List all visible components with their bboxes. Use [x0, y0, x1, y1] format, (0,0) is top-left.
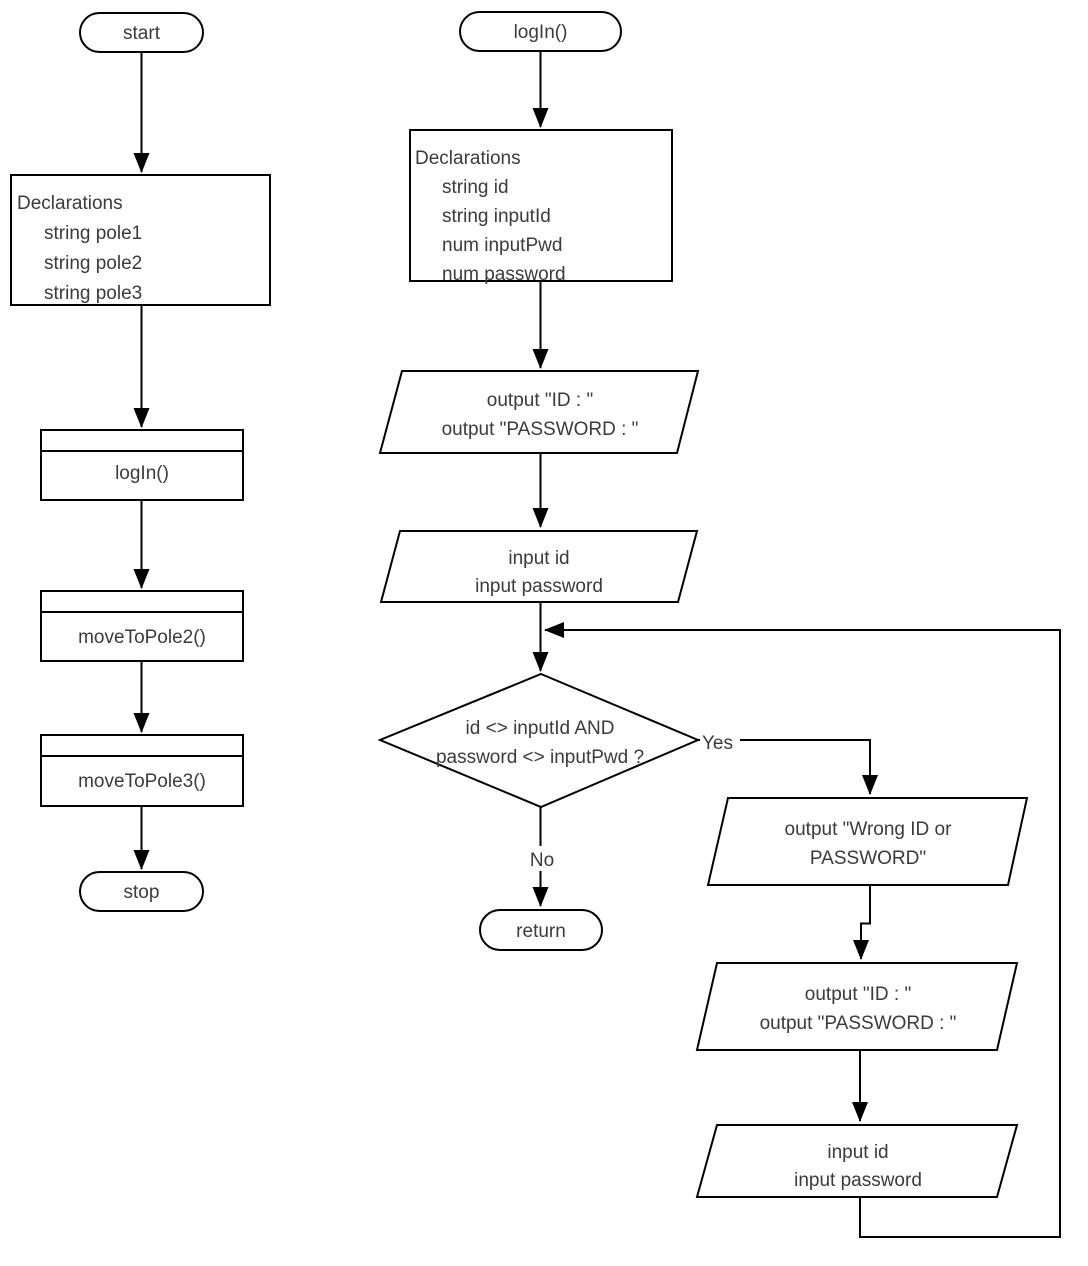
callbox-movetopole2-label: moveToPole2() — [78, 627, 206, 648]
terminal-login-label: logIn() — [514, 22, 568, 43]
callbox-movetopole3 — [40, 734, 244, 807]
io-input-credentials — [379, 530, 699, 603]
label-no: No — [530, 850, 554, 871]
terminal-return-label: return — [516, 921, 566, 942]
io-output-wrong-line2: PASSWORD" — [810, 848, 926, 869]
callbox-login — [40, 429, 244, 501]
io-output-wrong — [706, 797, 1029, 886]
box-declarations-login — [409, 129, 673, 282]
io-retry-prompt-line2: output "PASSWORD : " — [760, 1013, 957, 1034]
terminal-start — [79, 12, 204, 53]
callbox-movetopole3-label: moveToPole3() — [78, 771, 206, 792]
io-retry-input-line2: input password — [794, 1170, 922, 1191]
connector-loopback-to-decision — [544, 622, 1061, 1238]
decision-diamond — [377, 672, 701, 809]
declarations-main-title: Declarations — [17, 193, 123, 214]
io-retry-input-line1: input id — [827, 1142, 888, 1163]
declarations-main-var: string pole1 — [44, 223, 142, 244]
io-input-credentials-line1: input id — [508, 548, 569, 569]
connector-wrong-output-to-retry-prompt — [853, 885, 871, 960]
connector-decision-yes-to-wrong-output — [698, 739, 878, 795]
declarations-login-var: num password — [442, 264, 566, 285]
declarations-login-var: string id — [442, 177, 509, 198]
terminal-stop-label: stop — [124, 882, 160, 903]
io-output-prompt-line1: output "ID : " — [487, 390, 593, 411]
terminal-login — [459, 11, 622, 52]
declarations-login-var: num inputPwd — [442, 235, 562, 256]
terminal-start-label: start — [123, 23, 161, 44]
decision-line2: password <> inputPwd ? — [436, 747, 644, 768]
label-yes-background — [700, 731, 740, 754]
label-no-background — [525, 846, 559, 871]
io-output-wrong-line1: output "Wrong ID or — [785, 819, 953, 840]
io-retry-prompt — [695, 962, 1019, 1051]
declarations-login-var: string inputId — [442, 206, 551, 227]
box-declarations-main — [10, 174, 271, 306]
declarations-main-var: string pole2 — [44, 253, 142, 274]
declarations-login-title: Declarations — [415, 148, 521, 169]
terminal-return — [479, 909, 603, 951]
io-output-prompt — [378, 370, 700, 454]
declarations-main-var: string pole3 — [44, 283, 142, 304]
terminal-stop — [79, 871, 204, 912]
callbox-login-label: logIn() — [115, 463, 169, 484]
io-retry-prompt-line1: output "ID : " — [805, 984, 911, 1005]
decision-line1: id <> inputId AND — [466, 718, 615, 739]
io-output-prompt-line2: output "PASSWORD : " — [442, 419, 639, 440]
callbox-movetopole2 — [40, 590, 244, 662]
io-retry-input — [695, 1124, 1019, 1198]
io-input-credentials-line2: input password — [475, 576, 603, 597]
label-yes: Yes — [702, 733, 733, 754]
